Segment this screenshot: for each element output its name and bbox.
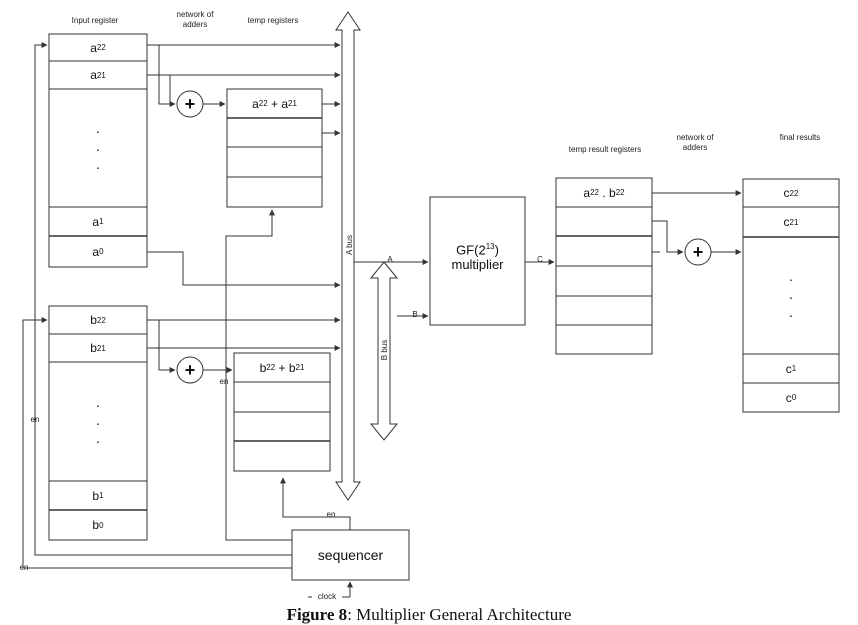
final-ellipsis: ··· [788,271,794,323]
reg-b-ellipsis: ··· [95,397,101,449]
adder-a-symbol: + [184,93,196,114]
en-label-mid: en [219,377,229,386]
temp-result-registers-label: temp result registers [568,145,642,154]
input-register-b [48,305,148,541]
temp-register-a [226,88,323,208]
b-bus [369,261,399,441]
gf-multiplier [429,196,526,326]
b-bus-label: B bus [380,339,389,361]
adder-b-symbol: + [184,359,196,380]
port-a-label: A [387,255,393,264]
adder-c-symbol: + [692,241,704,262]
network-of-adders-label-2: network of adders [676,133,714,152]
a-bus [335,11,361,501]
sequencer-label: sequencer [317,547,384,563]
final-results-label: final results [779,133,821,142]
input-register-label: Input register [71,16,119,25]
en-label-seq: en [326,510,336,519]
clock-label: clock [312,592,342,602]
en-label-left: en [30,415,40,424]
multiplier-label: GF(213) multiplier [451,242,504,273]
final-results-register [742,178,840,413]
figure-caption: Figure 8: Multiplier General Architectur… [286,605,572,624]
network-of-adders-label-1: network of adders [176,10,214,29]
reg-a-ellipsis: ··· [95,123,101,175]
a-bus-label: A bus [345,235,354,256]
en-label-bottom: en [19,563,29,572]
input-register-a [48,33,148,268]
port-c-label: C [537,255,543,264]
port-b-label: B [412,310,418,319]
temp-registers-label: temp registers [247,16,299,25]
